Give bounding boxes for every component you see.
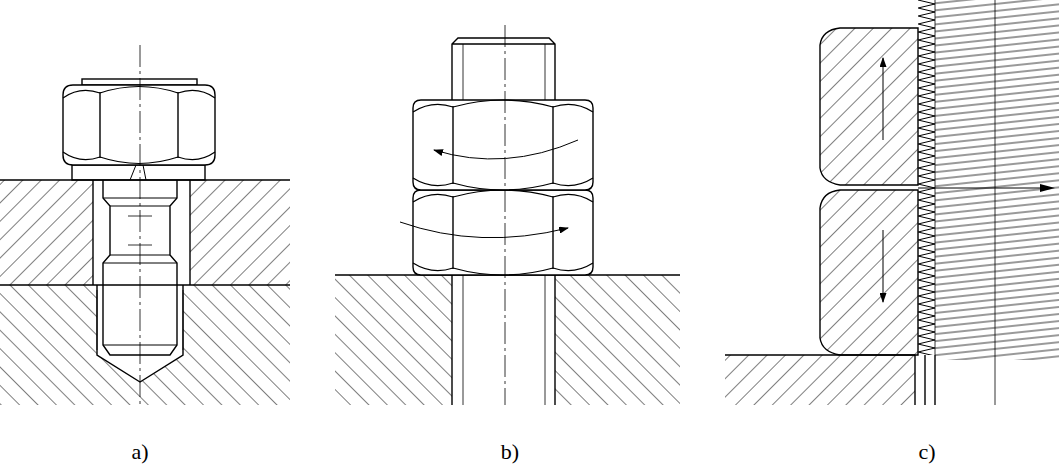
thread-lines [463,275,545,405]
center-line [505,25,506,405]
figure-c [725,0,1059,405]
force-arrow [883,58,884,140]
thread-root [935,0,936,355]
tapped-hole [97,285,183,382]
bolt-thread [935,0,1059,360]
contact-line [918,188,1040,189]
upper-plate [0,180,93,285]
center-line [140,45,141,405]
plate-outline [0,180,290,285]
base-plate [725,355,915,405]
upper-nut-section [820,28,918,185]
nut-face [82,79,197,85]
nut-edges [453,196,553,269]
figure-a [0,45,290,405]
rotation-arrow [400,222,568,238]
base-plate [555,275,680,405]
hex-nut [63,85,215,165]
nut-edges [453,106,553,184]
upper-nut [413,100,593,190]
figure-b [335,25,680,405]
thread-profile [918,0,935,355]
lower-nut-section [820,190,918,355]
figure-label: b) [501,440,519,464]
tapped-hole [97,285,183,382]
nut-chamfer [63,87,215,164]
rotation-arrow [434,140,578,159]
figure-label: a) [131,440,148,464]
lock-tab [130,165,146,180]
upper-plate [190,180,290,285]
nut-edges [100,92,178,158]
nut-chamfer [413,100,593,190]
washer [72,165,205,180]
center-line [995,0,996,405]
figure-label: c) [918,440,935,464]
thread-lines [463,44,545,100]
bolt-end [452,38,555,100]
contact-mark [1040,184,1055,192]
bolt-shank [452,275,555,405]
force-arrow [883,230,884,302]
plate-outline [725,355,935,405]
base-plate [335,275,452,405]
